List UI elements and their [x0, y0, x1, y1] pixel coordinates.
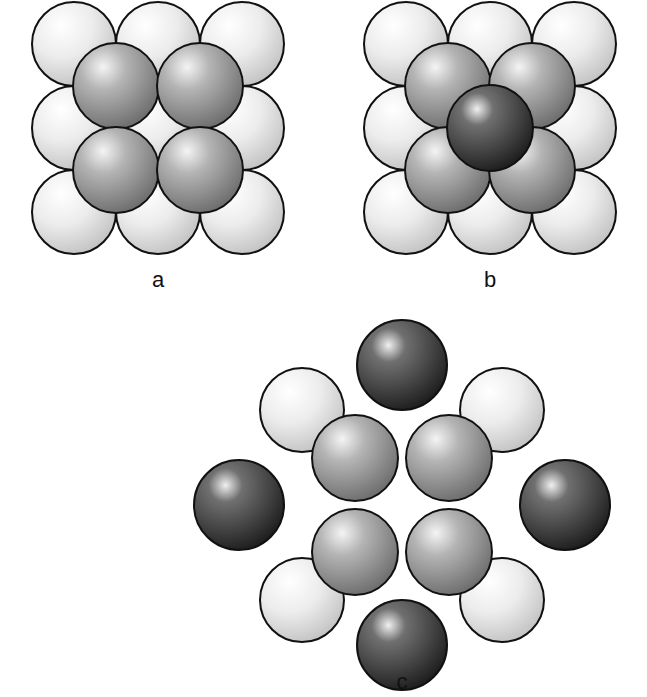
outer-sphere [194, 460, 284, 550]
base-sphere [448, 86, 532, 170]
second-layer-sphere [312, 509, 398, 595]
second-layer-sphere [157, 127, 243, 213]
second-layer-sphere [406, 509, 492, 595]
second-layer-sphere [406, 415, 492, 501]
figure-label: a [152, 269, 164, 291]
figure-label: b [484, 269, 496, 291]
outer-sphere [357, 320, 447, 410]
figure-label: c [397, 671, 408, 693]
second-layer-sphere [73, 127, 159, 213]
second-layer-sphere [157, 43, 243, 129]
second-layer-sphere [73, 43, 159, 129]
outer-sphere [520, 460, 610, 550]
top-sphere [447, 85, 533, 171]
second-layer-sphere [312, 415, 398, 501]
